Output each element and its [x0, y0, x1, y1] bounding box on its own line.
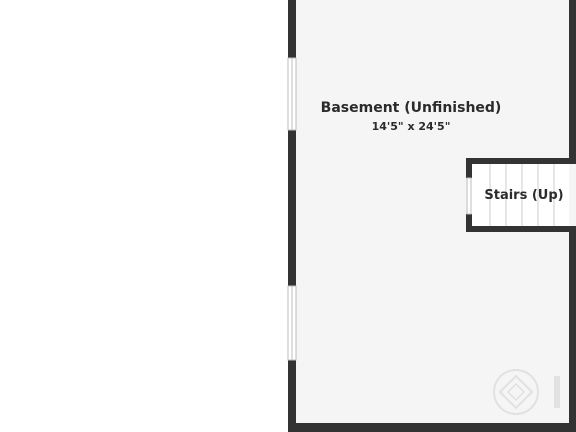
stairs-wall-left-top	[466, 158, 472, 178]
stairs-wall-bottom	[466, 226, 576, 232]
watermark-logo-icon	[493, 369, 560, 415]
stairs-wall-top	[466, 158, 576, 164]
window-lower	[287, 285, 297, 361]
left-wall-bottom	[288, 360, 296, 432]
stairs-enclosure	[466, 158, 576, 232]
basement-dimensions: 14'5" x 24'5"	[372, 120, 451, 133]
left-wall-top	[288, 0, 296, 58]
bottom-wall	[288, 423, 576, 432]
stairs-label: Stairs (Up)	[484, 188, 563, 203]
right-wall-top	[569, 0, 576, 160]
stair-treads	[489, 164, 555, 228]
right-wall-bottom	[569, 228, 576, 432]
stairs-opening	[466, 177, 472, 215]
window-upper	[287, 57, 297, 131]
left-wall-middle	[288, 130, 296, 286]
stairs-wall-left-bottom	[466, 214, 472, 232]
basement-label: Basement (Unfinished)	[321, 100, 502, 116]
